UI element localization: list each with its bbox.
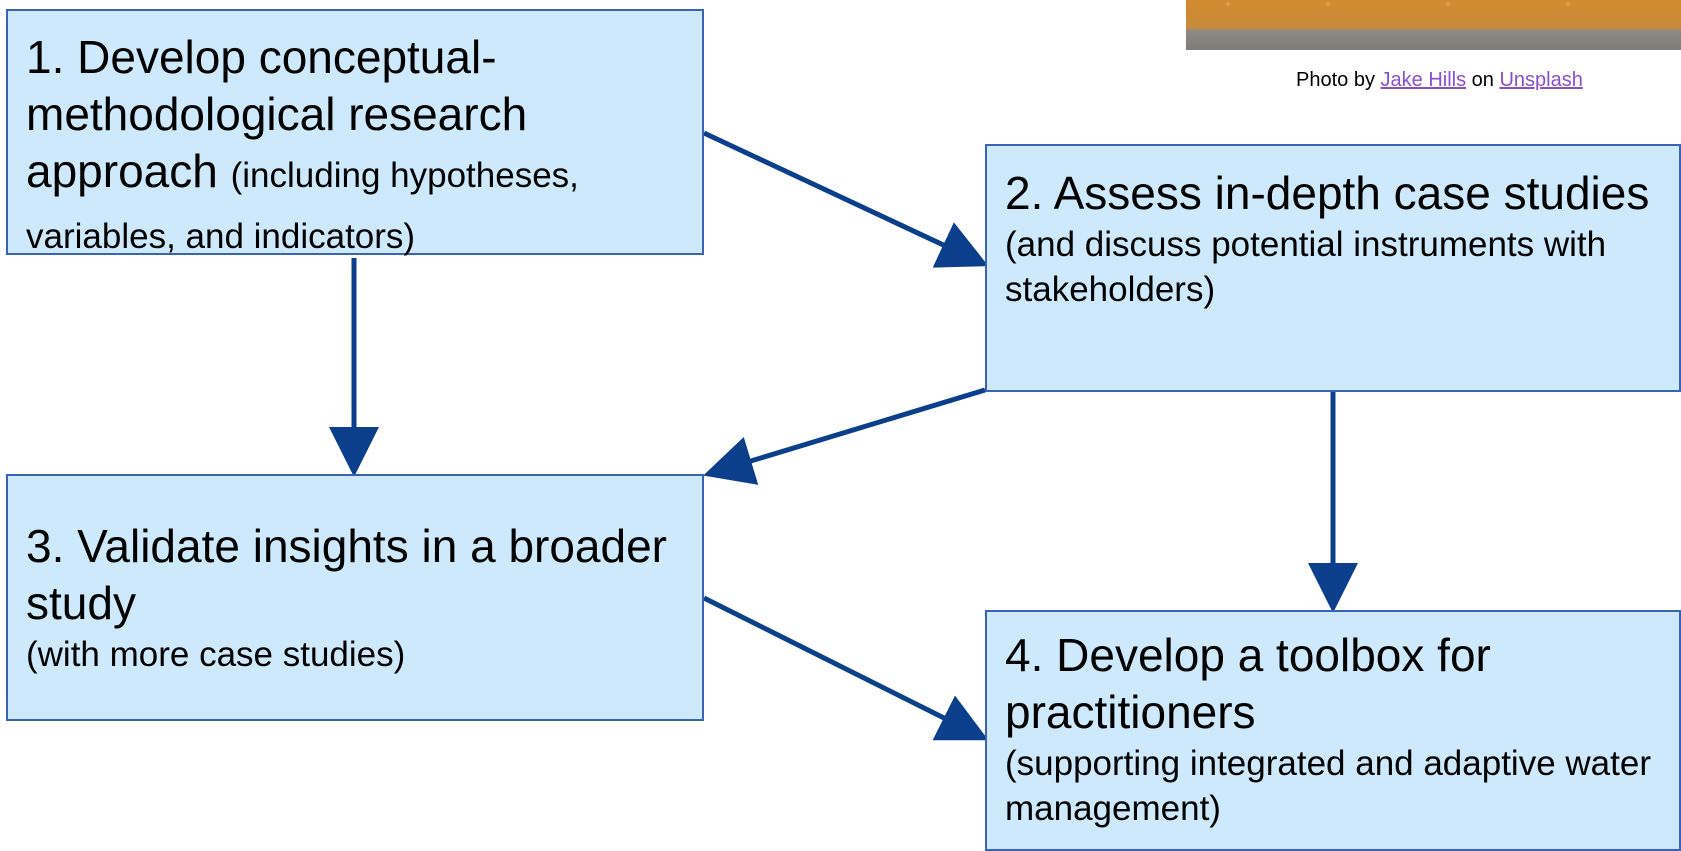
step-2-detail: (and discuss potential instruments with … <box>1005 225 1607 309</box>
step-2-title: 2. Assess in-depth case studies <box>1005 167 1650 219</box>
step-3-title: 3. Validate insights in a broader study <box>26 520 667 629</box>
author-link[interactable]: Jake Hills <box>1380 69 1467 91</box>
arrow-step3-to-step4 <box>702 595 989 741</box>
step-1-box: 1. Develop conceptual-methodological res… <box>6 9 704 256</box>
source-link[interactable]: Unsplash <box>1499 69 1583 91</box>
step-1-title: 1. Develop conceptual-methodological res… <box>26 31 528 197</box>
arrow-step2-to-step3 <box>703 387 986 485</box>
credit-middle: on <box>1471 69 1494 91</box>
step-3-box: 3. Validate insights in a broader study … <box>6 474 704 721</box>
arrow-step1-to-step2 <box>702 130 989 268</box>
step-3-detail: (with more case studies) <box>26 635 406 674</box>
step-4-title: 4. Develop a toolbox for practitioners <box>1005 629 1491 738</box>
photo-credit: Photo by Jake Hills on Unsplash <box>1186 67 1681 93</box>
step-4-detail: (supporting integrated and adaptive wate… <box>1005 744 1651 828</box>
step-1-detail: (including hypotheses, variables, and in… <box>26 156 579 256</box>
photo-image <box>1186 0 1681 50</box>
step-2-box: 2. Assess in-depth case studies (and dis… <box>985 144 1681 392</box>
step-4-box: 4. Develop a toolbox for practitioners (… <box>985 610 1681 851</box>
credit-prefix: Photo by <box>1296 69 1375 91</box>
